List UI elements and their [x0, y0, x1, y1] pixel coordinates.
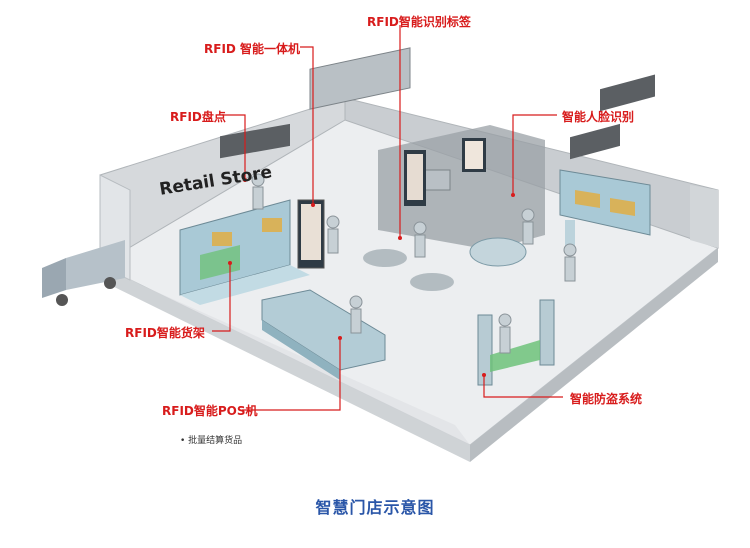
round-table-2 — [410, 273, 454, 291]
label-face-recognition: 智能人脸识别 — [562, 110, 635, 124]
round-table-1 — [363, 249, 407, 267]
leader-lines — [212, 25, 563, 411]
label-rfid-inventory: RFID盘点 — [170, 110, 226, 124]
label-anti-theft: 智能防盗系统 — [570, 392, 643, 406]
right-rack-2 — [570, 123, 620, 160]
right-wall — [690, 185, 718, 248]
label-rfid-pos: RFID智能POS机 — [162, 404, 258, 418]
leader-dots — [228, 178, 515, 377]
right-rack — [600, 74, 655, 112]
people — [251, 173, 577, 354]
shelf-unit-right — [559, 169, 651, 250]
front-wall — [100, 265, 470, 445]
shelf-unit-left — [179, 199, 310, 305]
label-rfid-shelf: RFID智能货架 — [125, 326, 205, 340]
label-rfid-tag: RFID智能识别标签 — [367, 15, 471, 29]
floor-right-edge — [470, 248, 718, 462]
label-batch-checkout: • 批量结算货品 — [180, 436, 243, 446]
anti-theft-gate — [477, 299, 555, 386]
round-counter — [469, 237, 527, 267]
floor-front-edge — [100, 265, 470, 462]
hanging-rack — [220, 123, 290, 159]
diagram-caption: 智慧门店示意图 — [315, 498, 435, 517]
label-rfid-kiosk: RFID 智能一体机 — [204, 42, 301, 56]
pos-counter — [261, 289, 386, 380]
delivery-truck — [42, 240, 125, 306]
